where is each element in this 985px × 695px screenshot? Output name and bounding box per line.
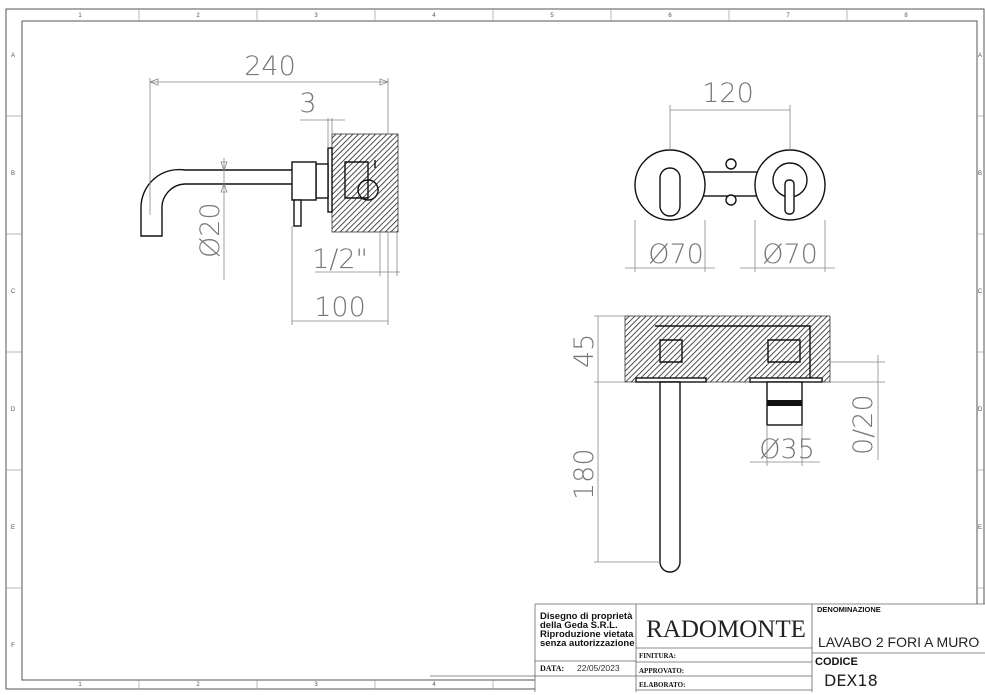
brand-logo: RADOMONTE [646,616,806,643]
ownership-note: Disegno di proprietà della Geda S.R.L. R… [540,611,636,649]
side-view: 240 3 Ø20 1/2" 100 [140,51,400,325]
wall-box-section-bottom [624,315,831,383]
date-value: 22/05/2023 [577,663,620,673]
elaborato-label: ELABORATO: [639,681,685,689]
grid-column-label: 2 [196,682,200,688]
dim-dia-70-right: Ø70 [762,239,818,270]
faucet-body [291,161,317,201]
grid-column-label: 6 [668,13,672,19]
dim-120: 120 [702,78,754,109]
grid-row-label: F [11,643,15,649]
dim-0-20: 0/20 [848,394,879,455]
grid-row-label: B [11,171,15,177]
grid-column-label: 1 [78,13,82,19]
grid-row-label: A [11,53,15,59]
front-view: 120 Ø70 Ø70 [625,78,835,272]
finitura-label: FINITURA: [639,652,676,660]
date-label: DATA: [540,664,564,673]
grid-row-label: B [978,171,982,177]
dim-180: 180 [569,448,600,500]
grid-column-label: 3 [314,682,318,688]
drawing-frame [5,8,985,690]
title-block: Disegno di proprietà della Geda S.R.L. R… [430,603,985,692]
bottom-view: 45 180 Ø35 0/20 [569,315,885,573]
body-pipe [315,163,329,199]
dim-3: 3 [299,88,316,119]
codice-value: DEX18 [824,671,878,690]
grid-column-label: 4 [432,13,436,19]
grid-column-label: 8 [904,13,908,19]
valve-outline [344,160,379,201]
dim-dia-35: Ø35 [759,434,815,465]
grid-row-label: E [978,525,982,531]
dim-45: 45 [569,334,600,368]
grid-row-label: A [978,53,982,59]
grid-row-label: C [978,289,983,295]
grid-row-label: D [978,407,983,413]
denominazione-value: LAVABO 2 FORI A MURO [818,634,979,650]
dim-100: 100 [314,292,366,323]
dim-dia-70-left: Ø70 [648,239,704,270]
spout-front [659,167,681,217]
approvato-label: APPROVATO: [639,667,684,675]
grid-column-label: 5 [550,13,554,19]
grid-column-label: 3 [314,13,318,19]
lever-front [784,179,795,215]
grid-column-label: 1 [78,682,82,688]
grid-row-label: C [11,289,16,295]
grid-row-label: D [11,407,16,413]
grid-column-label: 2 [196,13,200,19]
spout-bottom [659,381,681,573]
lever-handle [293,199,302,227]
dim-240: 240 [244,51,296,82]
grid-row-label: E [11,525,15,531]
codice-label: CODICE [815,656,858,668]
grid-column-label: 4 [432,682,436,688]
dim-dia-20: Ø20 [195,202,226,258]
wall-box-section [331,133,399,233]
denominazione-label: DENOMINAZIONE [817,605,881,614]
dim-thread: 1/2" [312,244,368,275]
connector-pipe [699,171,761,197]
spout [140,168,292,237]
grid-column-label: 7 [786,13,790,19]
